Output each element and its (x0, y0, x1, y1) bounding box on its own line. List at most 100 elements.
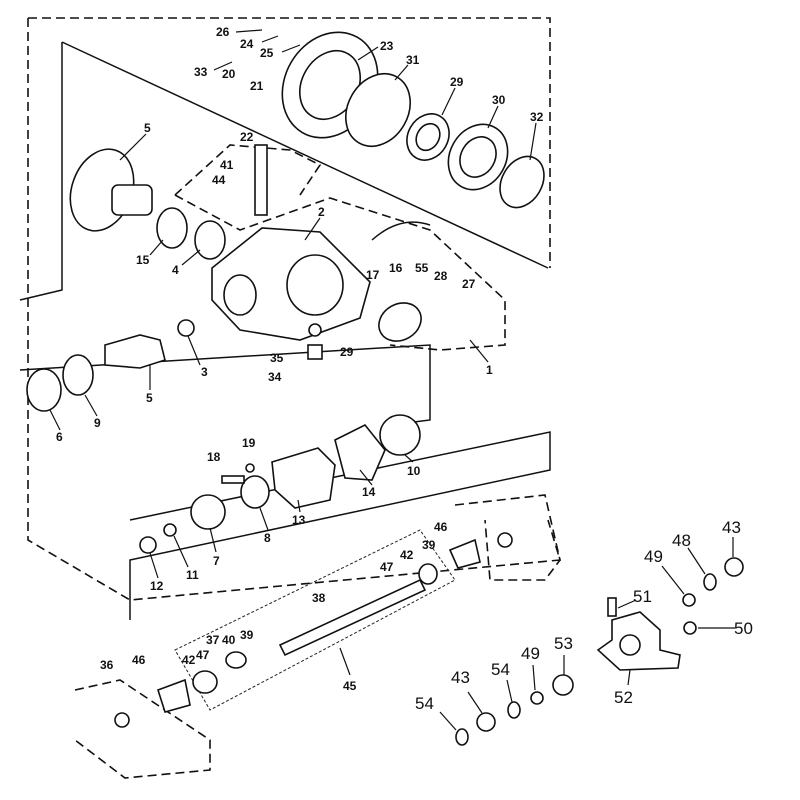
callout-44: 44 (212, 173, 226, 187)
pinion-gear-5 (104, 334, 166, 369)
callout-5: 5 (144, 121, 151, 135)
bushing-53 (552, 674, 574, 696)
lower-joint-dashed-box (74, 679, 211, 779)
callout-46-upper: 46 (434, 520, 448, 534)
callout-8: 8 (264, 531, 271, 545)
bolt-51 (607, 597, 617, 617)
callout-37: 37 (206, 633, 220, 647)
callout-5-lower: 5 (146, 391, 153, 405)
parts (26, 31, 744, 746)
callout-18: 18 (207, 450, 221, 464)
washer-35 (308, 323, 322, 337)
callout-6: 6 (56, 430, 63, 444)
yoke-46-upper (448, 538, 481, 569)
callout-42-upper: 42 (400, 548, 414, 562)
bearing-4 (194, 220, 226, 260)
nut-12 (139, 536, 157, 554)
collar-3 (177, 319, 195, 337)
callout-32: 32 (530, 110, 544, 124)
callout-40: 40 (222, 633, 236, 647)
callout-14: 14 (362, 485, 376, 499)
flange-7 (190, 494, 226, 530)
callout-51: 51 (633, 587, 652, 606)
callout-48: 48 (672, 531, 691, 550)
callout-42-lower: 42 (182, 653, 196, 667)
callout-23: 23 (380, 39, 394, 53)
drive-shaft-38 (278, 578, 427, 657)
callout-13: 13 (292, 513, 306, 527)
outer-dashed-frame (28, 17, 551, 268)
washer-11 (163, 523, 177, 537)
nut-49-left (530, 691, 544, 705)
washer-48 (703, 573, 717, 591)
assembly-outlines (19, 17, 562, 779)
callout-54-upper: 54 (491, 660, 510, 679)
callout-41: 41 (220, 158, 234, 172)
callout-55: 55 (415, 261, 429, 275)
callout-10: 10 (407, 464, 421, 478)
callout-labels: 26 24 25 23 33 20 21 31 29 30 32 5 22 41… (56, 25, 753, 713)
bearing-15 (156, 207, 188, 249)
callout-54-lower: 54 (415, 694, 434, 713)
callout-12: 12 (150, 579, 164, 593)
washer-54-lower (455, 728, 469, 746)
callout-4: 4 (172, 263, 179, 277)
leader-lines (49, 29, 735, 731)
callout-38: 38 (312, 591, 326, 605)
callout-39-lower: 39 (240, 628, 254, 642)
ring-gear-hub (111, 184, 153, 216)
callout-26: 26 (216, 25, 230, 39)
bolt-50 (683, 621, 697, 635)
callout-31: 31 (406, 53, 420, 67)
bearing-9 (62, 354, 94, 396)
callout-35: 35 (270, 351, 284, 365)
callout-21: 21 (250, 79, 264, 93)
sensor-wire-16 (371, 221, 431, 241)
nut-43-left (476, 712, 496, 732)
callout-49-right: 49 (644, 547, 663, 566)
callout-27: 27 (462, 277, 476, 291)
callout-11: 11 (186, 568, 199, 582)
spider-36 (114, 712, 130, 728)
washer-54 (507, 701, 521, 719)
callout-17: 17 (366, 268, 380, 282)
oil-seal-inner (415, 122, 441, 152)
o-ring-10 (379, 414, 421, 456)
coupling-42 (418, 563, 438, 585)
spider-upper (497, 532, 513, 548)
nut-49-right (682, 593, 696, 607)
bearing-housing-13 (271, 447, 336, 509)
plug-34 (307, 344, 323, 360)
callout-49-left: 49 (521, 644, 540, 663)
callout-15: 15 (136, 253, 150, 267)
callout-29: 29 (450, 75, 464, 89)
callout-20: 20 (222, 67, 236, 81)
oil-seal-29-lower (378, 302, 422, 342)
breather-dashed-outline (174, 144, 322, 196)
callout-33: 33 (194, 65, 208, 79)
callout-47-lower: 47 (196, 648, 210, 662)
upper-solid-boundary (19, 42, 63, 301)
callout-43-right: 43 (722, 518, 741, 537)
callout-53: 53 (554, 634, 573, 653)
callout-50: 50 (734, 619, 753, 638)
front-case-solid-boundary (129, 431, 551, 620)
callout-46-lower: 46 (132, 653, 146, 667)
yoke-46-lower (157, 678, 191, 713)
callout-45: 45 (343, 679, 357, 693)
housing-side-bore (223, 274, 257, 316)
callout-16: 16 (389, 261, 403, 275)
callout-9: 9 (94, 416, 101, 430)
callout-30: 30 (492, 93, 506, 107)
gasket-14 (334, 423, 386, 481)
bearing-30-inner (459, 136, 497, 178)
callout-19: 19 (242, 436, 256, 450)
callout-7: 7 (213, 554, 220, 568)
callout-1: 1 (486, 363, 493, 377)
breather-tube-44 (254, 144, 268, 216)
shaft-dotted-box (174, 529, 456, 711)
joint-dashed-box (454, 494, 561, 581)
callout-22: 22 (240, 130, 254, 144)
outer-dashed-frame-left (27, 18, 562, 601)
